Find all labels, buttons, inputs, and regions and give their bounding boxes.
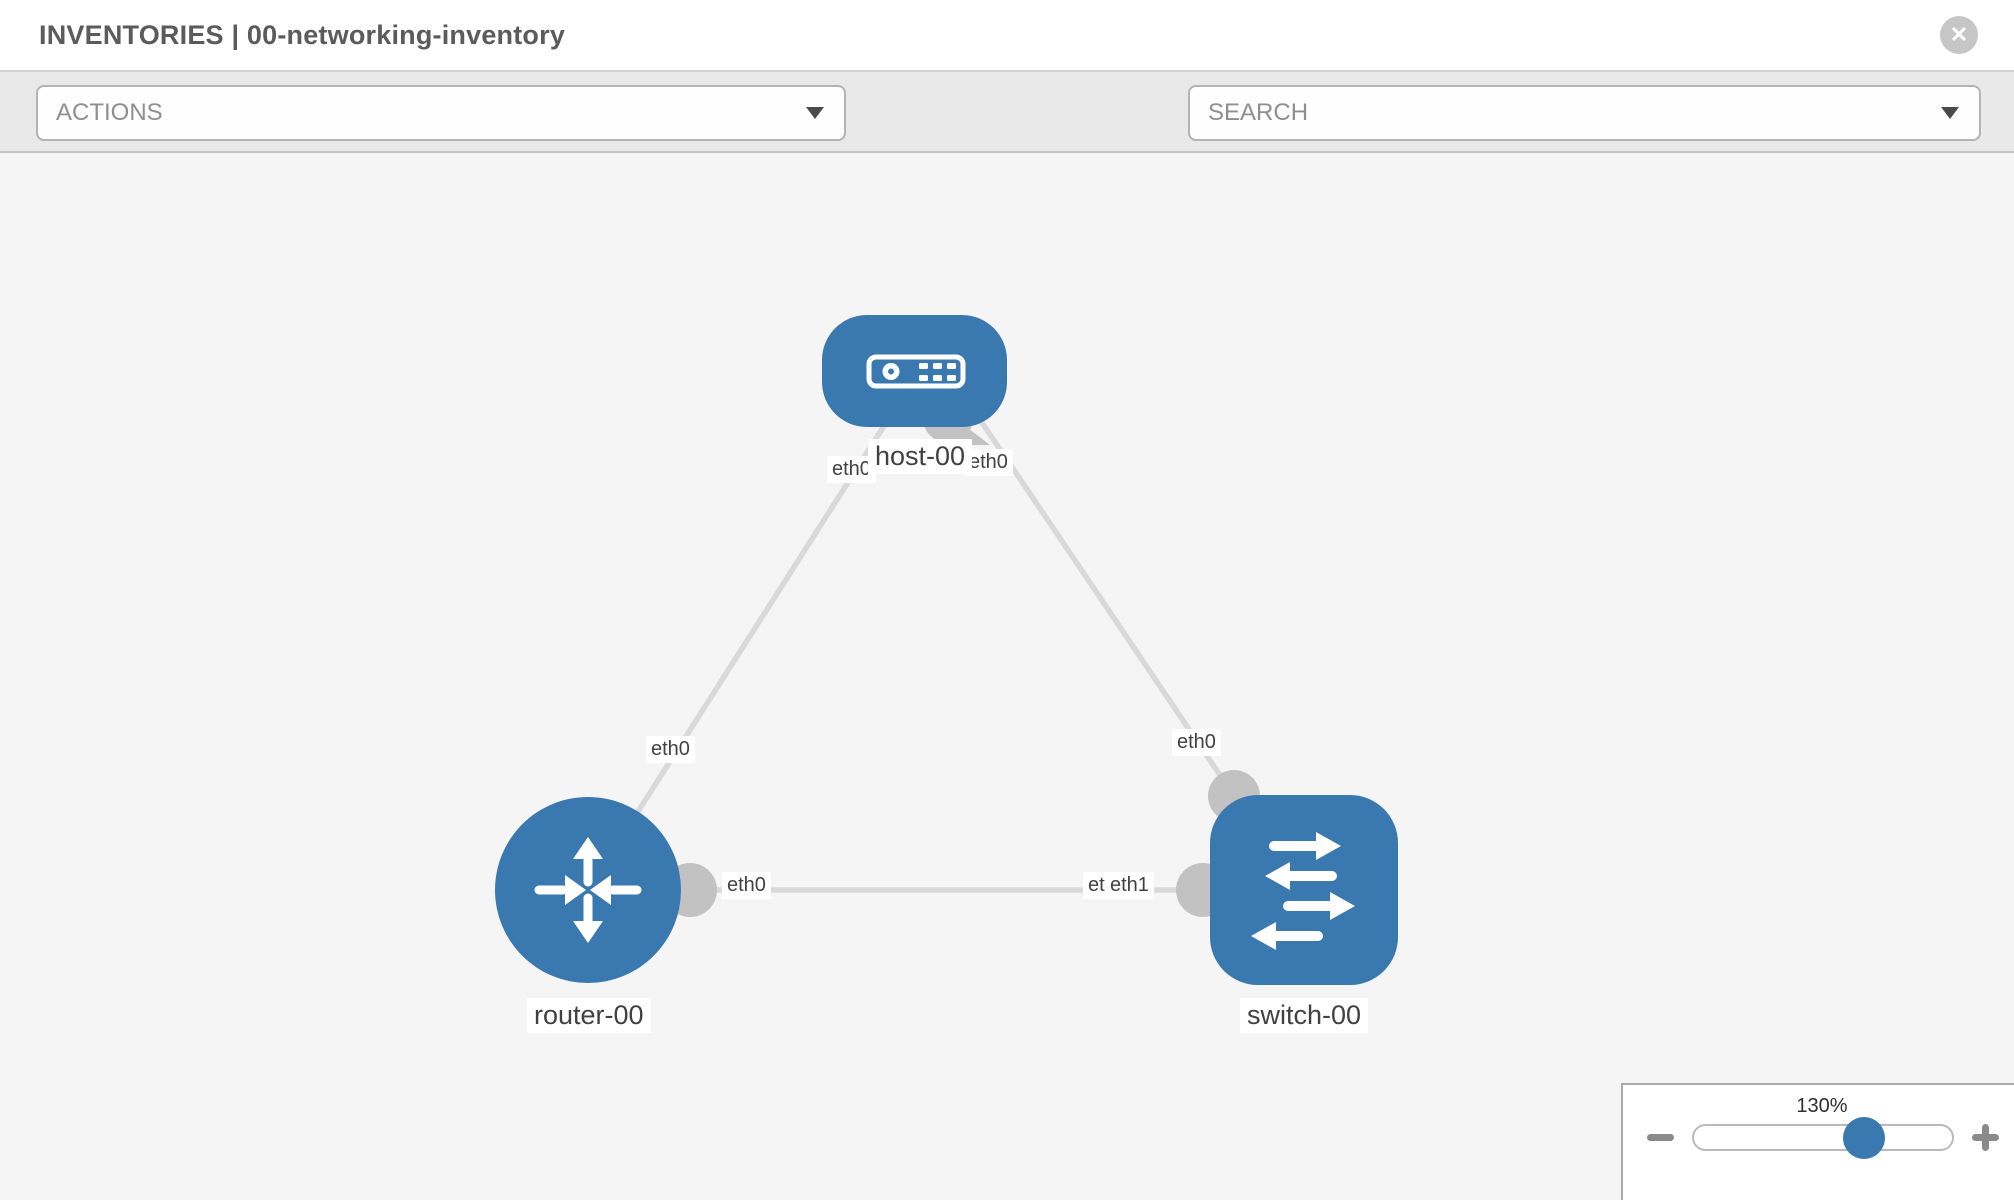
close-button[interactable]: ✕ — [1940, 16, 1978, 54]
header: INVENTORIES | 00-networking-inventory ✕ — [0, 0, 2014, 72]
chevron-down-icon — [806, 107, 824, 119]
topology-canvas[interactable]: eth0 host-00 eth0 eth0 eth0 eth0 eth0 et… — [0, 153, 2014, 1200]
zoom-panel: 130% — [1621, 1083, 2014, 1200]
toolbar: ACTIONS SEARCH — [0, 72, 2014, 204]
iface-label-switch-left: eth1 — [1105, 872, 1154, 899]
search-dropdown-label: SEARCH — [1208, 99, 1309, 126]
actions-dropdown[interactable]: ACTIONS — [36, 85, 846, 141]
node-label-host-00: host-00 — [868, 439, 973, 474]
node-label-router-00: router-00 — [527, 998, 651, 1033]
iface-label-router-top: eth0 — [646, 736, 695, 763]
iface-label-switch-top: eth0 — [1172, 729, 1221, 756]
zoom-in-button[interactable] — [1972, 1124, 1999, 1151]
actions-dropdown-label: ACTIONS — [56, 99, 163, 126]
node-label-switch-00: switch-00 — [1240, 998, 1369, 1033]
close-icon: ✕ — [1949, 22, 1969, 47]
topology-graph — [495, 315, 1398, 985]
node-router-00[interactable] — [495, 797, 681, 983]
iface-label-router-right: eth0 — [722, 872, 771, 899]
zoom-slider-handle[interactable] — [1843, 1117, 1886, 1159]
chevron-down-icon — [1941, 107, 1959, 119]
zoom-level: 130% — [1796, 1095, 1848, 1117]
host-icon — [866, 354, 966, 389]
zoom-slider[interactable] — [1692, 1117, 1954, 1159]
zoom-out-button[interactable] — [1647, 1134, 1674, 1141]
switch-icon — [1251, 832, 1355, 950]
iface-label-host-left: eth0 — [827, 456, 876, 483]
iface-label-host-right: eth0 — [964, 449, 1013, 476]
page-title: INVENTORIES | 00-networking-inventory — [39, 19, 566, 50]
router-icon — [534, 837, 642, 943]
search-dropdown[interactable]: SEARCH — [1188, 85, 1981, 141]
node-switch-00[interactable] — [1210, 795, 1398, 985]
node-host-00[interactable] — [822, 315, 1007, 427]
